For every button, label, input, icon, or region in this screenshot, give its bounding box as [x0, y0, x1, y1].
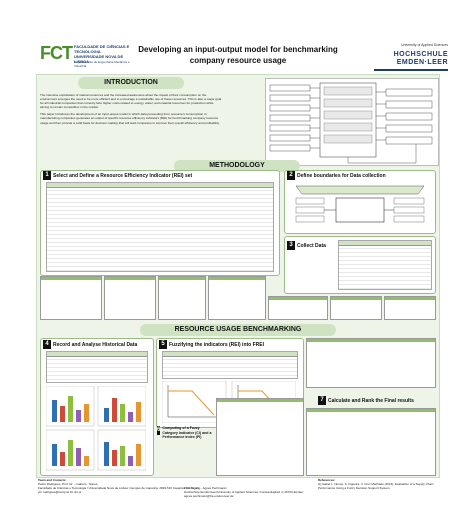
step6-number: 6: [157, 426, 161, 435]
data-table-3: [158, 276, 206, 320]
contacts-heading: Team and Contacts:: [38, 478, 67, 482]
step2-number: 2: [287, 171, 295, 180]
data-table-5: [268, 296, 328, 320]
contacts-right: Prof. Dr.-Ing.- Agnes Pechmann; Hochschu…: [184, 486, 304, 498]
poster-header: [0, 38, 474, 74]
step7-title: 7 Calculate and Rank the Final results: [318, 396, 414, 405]
poster-title: Developing an input-output model for ben…: [128, 44, 348, 66]
input-output-diagram: [265, 78, 439, 166]
step4-number: 4: [43, 340, 51, 349]
contacts-line3: Prof. Dr.-Ing.- Agnes Pechmann;: [184, 486, 228, 490]
step7-label: Calculate and Rank the Final results: [328, 397, 414, 404]
data-table-2: [104, 276, 156, 320]
introduction-heading: INTRODUCTION: [78, 77, 184, 89]
benchmarking-heading: RESOURCE USAGE BENCHMARKING: [140, 324, 336, 336]
step3-label: Collect Data: [297, 242, 326, 249]
introduction-text: The intensive exploitation of natural re…: [40, 93, 222, 128]
poster-title-line2: company resource usage: [189, 56, 287, 65]
historical-charts: [46, 386, 146, 471]
hochschule-logo: University of Applied Sciences HOCHSCHUL…: [368, 43, 448, 71]
hochschule-logo-bar: [374, 69, 448, 71]
contacts-left: Team and Contacts: Pedro Rodrigues, Prof…: [38, 478, 228, 494]
step1-label: Select and Define a Resource Efficiency …: [53, 172, 193, 179]
introduction-para1: The intensive exploitation of natural re…: [40, 93, 222, 110]
methodology-heading: METHODOLOGY: [174, 160, 300, 172]
fct-logo-text: FACULDADE DE CIÊNCIAS E TECNOLOGIA UNIVE…: [74, 44, 130, 64]
poster-title-line1: Developing an input-output model for ben…: [138, 45, 338, 54]
historical-data-table: [46, 351, 148, 383]
step5-label: Fuzzifying the indicators (REI) into FRE…: [169, 341, 264, 348]
step4-title: 4 Record and Analyse Historical Data: [43, 340, 137, 349]
diagram-graphic: [269, 82, 433, 164]
references-heading: References:: [318, 478, 336, 482]
data-table-1: [40, 276, 102, 320]
fct-logo: FCT FACULDADE DE CIÊNCIAS E TECNOLOGIA U…: [40, 43, 130, 69]
step1-title: 1 Select and Define a Resource Efficienc…: [43, 171, 192, 180]
contacts-line1: Pedro Rodrigues, Prof. Dr. – Isabel L. N…: [38, 482, 99, 486]
ranking-table-top: [306, 338, 436, 388]
collect-data-table: [338, 240, 432, 290]
contacts-line4: Hochschule Emden/Leer/University of Appl…: [184, 490, 304, 498]
step3-title: 3 Collect Data: [287, 241, 326, 250]
fct-dept-text: Departamento de Engenharia Mecânica e In…: [74, 60, 130, 68]
introduction-para2: This paper introduces the development of…: [40, 112, 220, 125]
contacts-line2: Faculdade de Ciências e Tecnologia / Uni…: [38, 486, 199, 494]
step1-number: 1: [43, 171, 51, 180]
rei-set-table: [46, 182, 274, 272]
step6-title: 6 Computing of a Fuzzy Category Indicato…: [157, 426, 215, 440]
step6-label: Computing of a Fuzzy Category Indicator …: [162, 426, 212, 439]
data-table-4: [208, 276, 266, 320]
hochschule-logo-small-text: University of Applied Sciences: [401, 43, 448, 47]
references: References: [1] Isabel L. Nunes, S. Figu…: [318, 478, 436, 490]
step5-title: 5 Fuzzifying the indicators (REI) into F…: [159, 340, 264, 349]
data-table-6: [330, 296, 382, 320]
step4-label: Record and Analyse Historical Data: [53, 341, 138, 348]
step2-title: 2 Define boundaries for Data collection: [287, 171, 386, 180]
references-text: [1] Isabel L. Nunes, S. Figueira, V. Cru…: [318, 482, 434, 490]
fuzzification-table: [162, 351, 298, 379]
step2-label: Define boundaries for Data collection: [297, 172, 386, 179]
final-results-table: [306, 408, 436, 476]
step3-number: 3: [287, 241, 295, 250]
step5-number: 5: [159, 340, 167, 349]
hochschule-logo-line1: HOCHSCHULE: [393, 51, 448, 58]
performance-index-table: [216, 398, 304, 476]
hochschule-logo-line2: EMDEN·LEER: [396, 59, 448, 66]
fct-logo-mark: FCT: [40, 43, 73, 63]
step7-number: 7: [318, 396, 326, 405]
poster-footer: Team and Contacts: Pedro Rodrigues, Prof…: [36, 478, 438, 524]
data-table-7: [384, 296, 436, 320]
boundary-diagram: [295, 185, 425, 223]
